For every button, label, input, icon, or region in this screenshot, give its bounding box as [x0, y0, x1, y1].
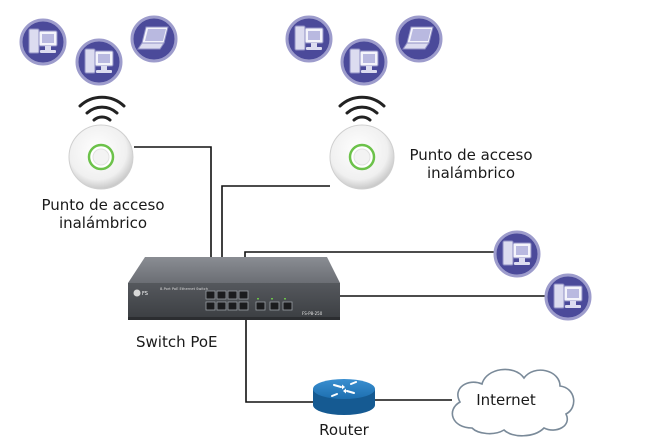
cable-router — [245, 316, 313, 403]
label-line: inalámbrico — [58, 214, 148, 232]
label-line: inalámbrico — [426, 164, 516, 182]
desktop-computer-icon — [285, 15, 333, 63]
desktop-computer-icon — [544, 273, 592, 321]
poe-switch: FS 8-Port PoE Ethernet Switch FS-P8-250 — [128, 257, 340, 320]
desktop-computer-icon — [340, 38, 388, 86]
router-label: Router — [319, 421, 369, 439]
laptop-icon — [130, 15, 178, 63]
cable-right-ap — [221, 185, 330, 292]
label-line: Punto de acceso — [41, 196, 165, 214]
wifi-signal-icon — [78, 95, 126, 122]
switch-brand: FS — [142, 291, 148, 297]
cable-left-ap — [134, 146, 212, 292]
cloud-icon — [451, 368, 575, 437]
switch-label: Switch PoE — [136, 333, 218, 351]
access-point-right-label: Punto de acceso inalámbrico — [396, 146, 546, 182]
switch-caption: 8-Port PoE Ethernet Switch — [160, 287, 208, 291]
internet-label: Internet — [476, 391, 536, 409]
access-point-right — [328, 123, 396, 191]
access-point-left-label: Punto de acceso inalámbrico — [28, 196, 178, 232]
desktop-computer-icon — [75, 38, 123, 86]
fs-logo-icon — [133, 289, 141, 297]
access-point-left — [67, 123, 135, 191]
desktop-computer-icon — [19, 18, 67, 66]
ethernet-ports — [205, 290, 249, 311]
desktop-computer-icon — [493, 230, 541, 278]
router-icon — [313, 379, 375, 415]
label-line: Punto de acceso — [409, 146, 533, 164]
laptop-icon — [395, 15, 443, 63]
wifi-signal-icon — [338, 95, 386, 122]
uplink-ports — [255, 301, 293, 311]
switch-model: FS-P8-250 — [302, 311, 323, 316]
